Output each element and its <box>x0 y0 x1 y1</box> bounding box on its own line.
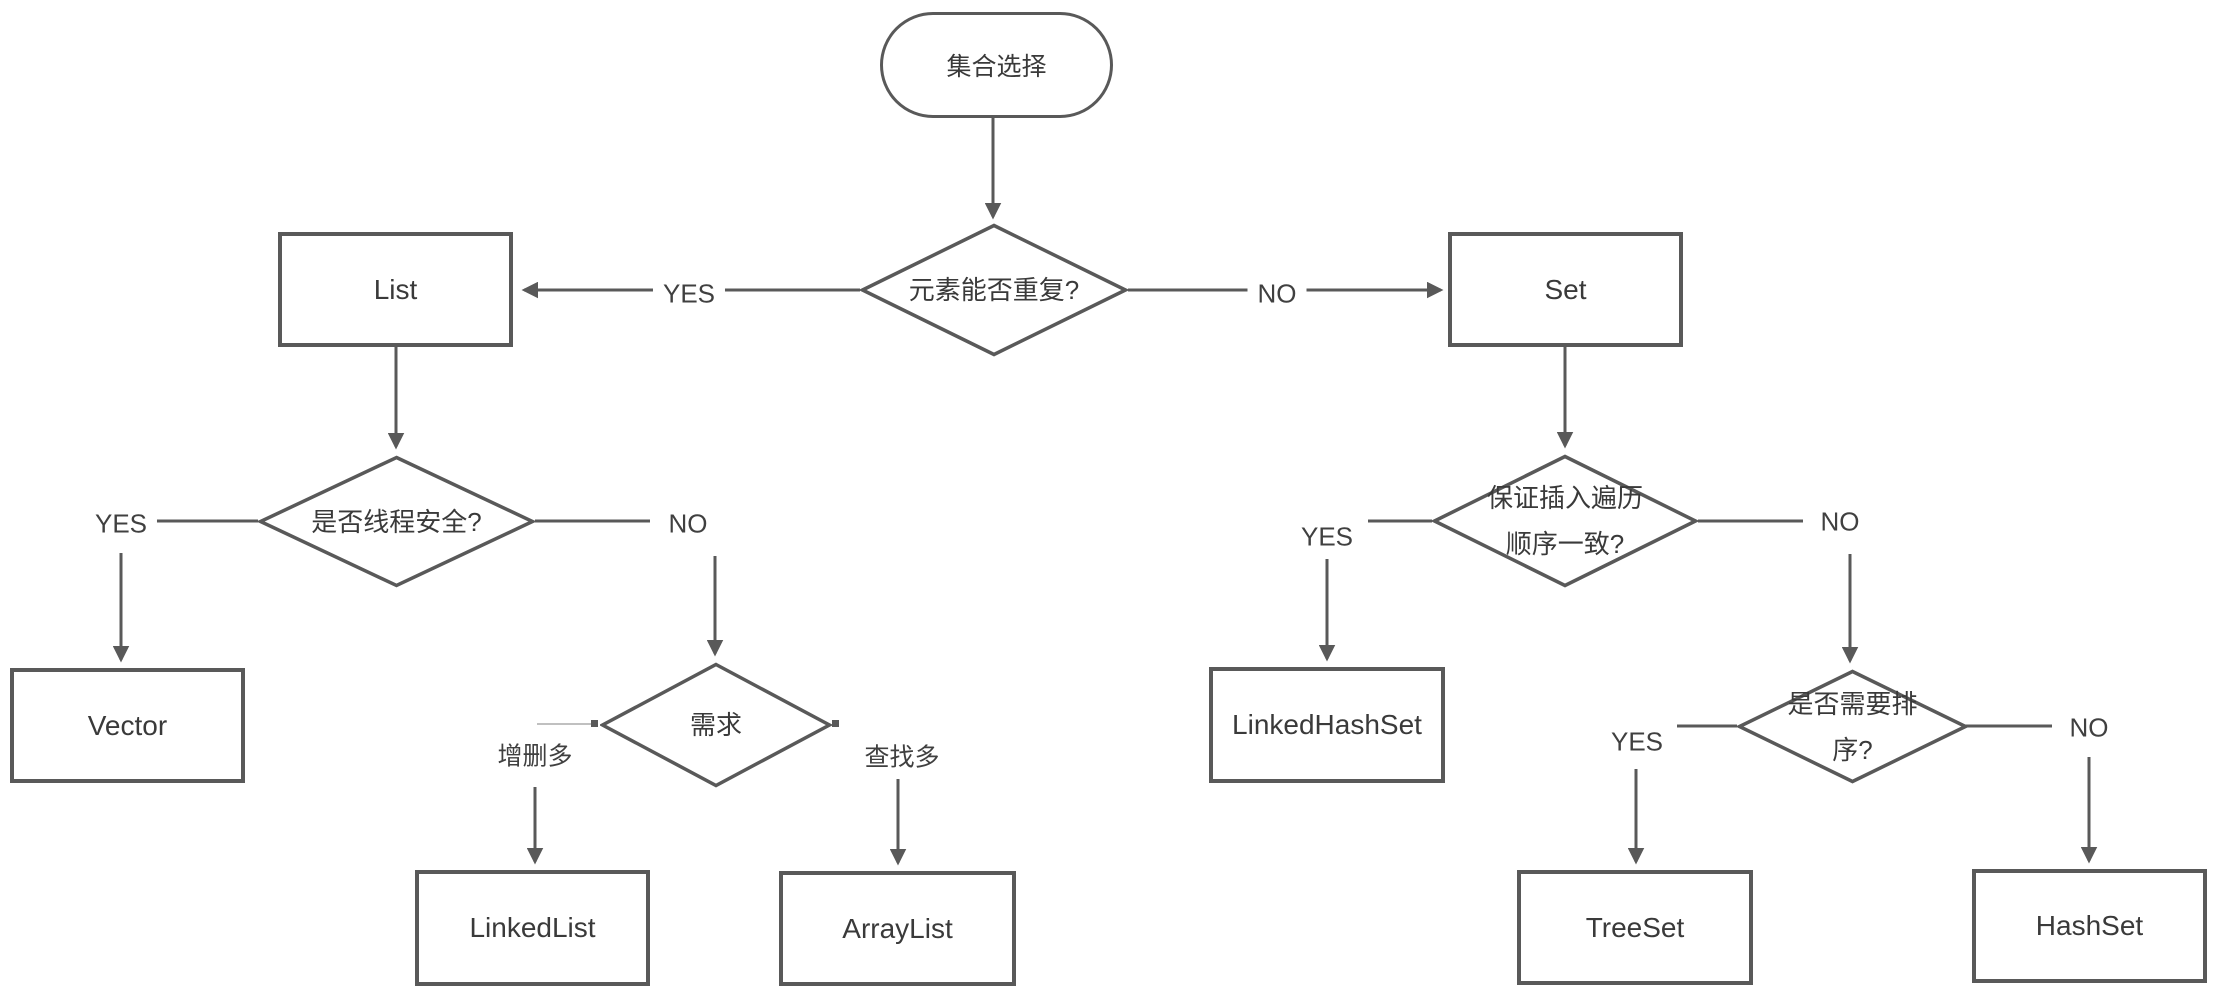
node-treeset[interactable]: TreeSet <box>1517 870 1753 985</box>
node-start[interactable]: 集合选择 <box>880 12 1113 118</box>
node-hashset-label: HashSet <box>2035 910 2144 941</box>
diamond-shape <box>860 223 1128 357</box>
decision-need-sort-line2: 序? <box>1832 734 1873 765</box>
node-linkedlist-label: LinkedList <box>469 912 596 943</box>
decision-insertion-order-line1: 保证插入遍历 <box>1486 483 1643 513</box>
node-linkedhashset-label: LinkedHashSet <box>1232 709 1422 740</box>
diamond-shape <box>258 455 535 588</box>
diamond-shape <box>1432 454 1698 588</box>
edge-label-order-yes: YES <box>1300 521 1354 552</box>
node-vector-label: Vector <box>87 709 168 741</box>
node-set[interactable]: Set <box>1448 232 1683 347</box>
decision-need-sort-label: 是否需要排 序? <box>1737 669 1968 784</box>
edge-label-need-add: 增删多 <box>497 742 573 771</box>
node-list-label: List <box>373 273 418 305</box>
decision-insertion-order[interactable]: 保证插入遍历 顺序一致? <box>1432 454 1698 588</box>
edge-label-sort-yes: YES <box>1610 726 1664 757</box>
diamond-shape <box>1737 669 1968 784</box>
edge-label-order-no: NO <box>1820 506 1860 537</box>
decision-insertion-order-label: 保证插入遍历 顺序一致? <box>1432 454 1698 588</box>
connection-handle-right[interactable] <box>832 720 839 727</box>
node-arraylist[interactable]: ArrayList <box>779 871 1016 986</box>
decision-need-sort[interactable]: 是否需要排 序? <box>1737 669 1968 784</box>
node-list[interactable]: List <box>278 232 513 347</box>
node-arraylist-label: ArrayList <box>842 912 953 944</box>
node-vector[interactable]: Vector <box>10 668 245 783</box>
edge-label-repeat-no: NO <box>1247 277 1307 311</box>
node-treeset-label: TreeSet <box>1585 911 1685 943</box>
edge-label-repeat-yes: YES <box>652 277 726 311</box>
decision-thread-safe[interactable]: 是否线程安全? <box>258 455 535 588</box>
decision-need[interactable]: 需求 <box>600 662 832 788</box>
node-linkedhashset[interactable]: LinkedHashSet <box>1209 667 1445 783</box>
decision-element-repeat[interactable]: 元素能否重复? <box>860 223 1128 357</box>
edge-label-need-find: 查找多 <box>864 743 940 772</box>
node-hashset[interactable]: HashSet <box>1972 869 2207 983</box>
edge-label-thread-yes: YES <box>84 507 158 541</box>
decision-element-repeat-label: 元素能否重复? <box>908 275 1080 305</box>
connection-handle-left[interactable] <box>591 720 598 727</box>
decision-need-label: 需求 <box>689 710 742 740</box>
node-start-label: 集合选择 <box>946 53 1047 81</box>
edge-label-thread-no: NO <box>668 508 708 539</box>
edge-label-sort-no: NO <box>2069 712 2109 743</box>
node-linkedlist[interactable]: LinkedList <box>415 870 650 986</box>
diamond-shape <box>600 662 832 788</box>
decision-need-sort-line1: 是否需要排 <box>1787 688 1918 719</box>
decision-insertion-order-line2: 顺序一致? <box>1505 529 1625 559</box>
node-set-label: Set <box>1544 273 1587 305</box>
decision-thread-safe-label: 是否线程安全? <box>311 506 482 537</box>
